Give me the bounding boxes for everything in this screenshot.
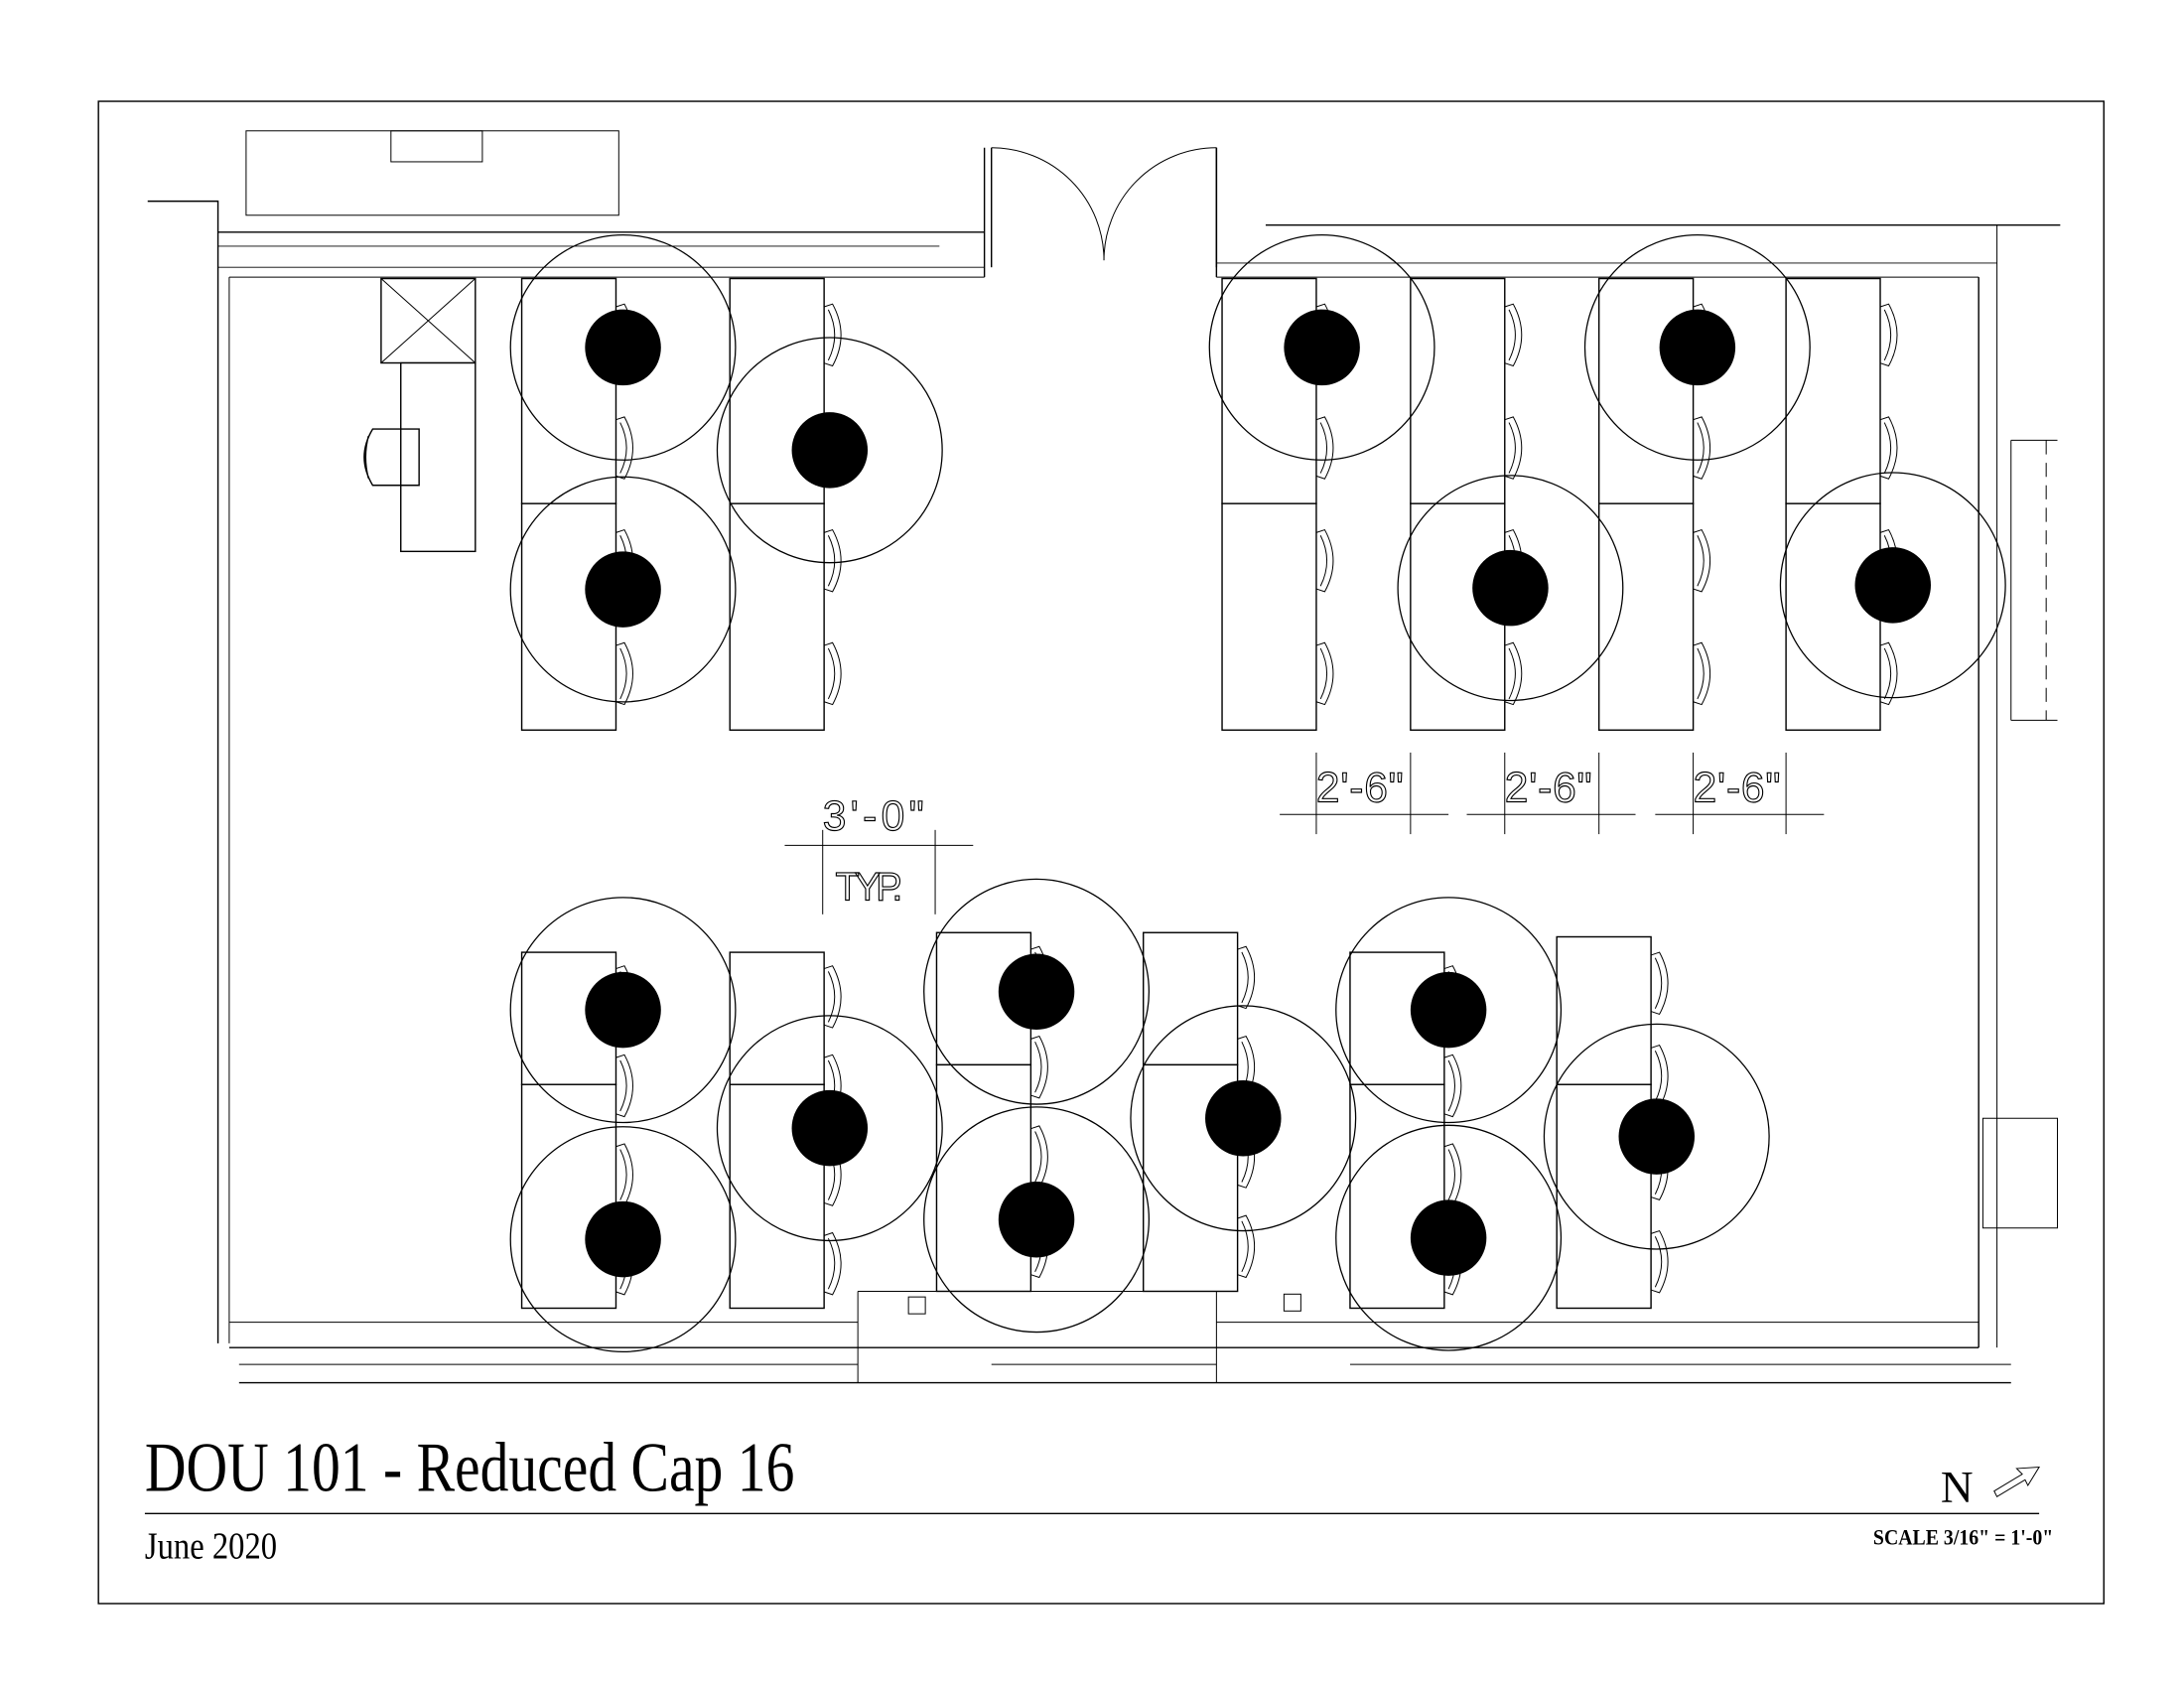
chair-icon [823, 965, 842, 1029]
sheet-border [97, 100, 2105, 1605]
chair-icon [1315, 416, 1334, 480]
occupied-seat-marker [585, 309, 661, 386]
chair-icon [823, 1231, 842, 1296]
walls [147, 130, 2061, 1384]
chair-icon [1879, 303, 1898, 367]
instructor-chair-icon [363, 428, 420, 487]
desk [935, 1063, 1032, 1293]
distancing-radius [1583, 233, 1811, 461]
desk [1221, 277, 1317, 504]
chair-icon [823, 641, 842, 706]
occupied-seat-marker [585, 971, 661, 1049]
north-arrow-icon [1993, 1467, 2041, 1498]
desk [1597, 502, 1695, 731]
chair-icon [1879, 416, 1898, 480]
distancing-radius [1130, 1005, 1357, 1232]
desk-group [520, 277, 1881, 1310]
desk [729, 502, 825, 731]
occupied-seat-marker [998, 1181, 1075, 1258]
occupied-seat-marker [791, 412, 869, 489]
chair-icon [1504, 303, 1523, 367]
drawing-title: DOU 101 - Reduced Cap 16 [145, 1430, 794, 1507]
desk [1349, 1083, 1445, 1310]
chair-icon [1879, 641, 1898, 706]
instructor-desk [363, 277, 477, 553]
chair-icon [823, 303, 842, 367]
chair-icon [1693, 528, 1710, 593]
occupied-seat-marker [1472, 549, 1549, 627]
aisle-dimension-label: 3'-0" [823, 793, 924, 840]
desk [1221, 502, 1317, 731]
chair-icon [1443, 1054, 1462, 1118]
desk [1785, 502, 1881, 731]
drawing-date: June 2020 [145, 1526, 277, 1568]
chair-icon [1650, 951, 1669, 1016]
aisle-typical-note: TYP. [835, 866, 902, 910]
distancing-radius [509, 897, 737, 1124]
occupied-seat-marker [585, 551, 661, 628]
chair-icon [1650, 1044, 1669, 1108]
chair-icon [1693, 641, 1710, 706]
occupied-seat-marker [791, 1089, 869, 1167]
desk-spacing-label: 2'-6" [1505, 766, 1592, 812]
desk [1785, 277, 1881, 504]
desk [1410, 277, 1506, 504]
desk [1597, 277, 1695, 504]
dimension-aisle: 3'-0" TYP. [784, 792, 974, 914]
north-label: N [1941, 1463, 1974, 1512]
occupied-seat-marker [1284, 309, 1360, 386]
distancing-radius [509, 233, 737, 461]
scale-note: SCALE 3/16" = 1'-0" [1873, 1524, 2053, 1549]
chair-icon [1237, 945, 1256, 1010]
chair-icon [823, 528, 842, 593]
chair-icon [1504, 641, 1523, 706]
occupied-seat-marker [1618, 1098, 1696, 1175]
chair-icon [615, 1054, 633, 1118]
desk [1556, 935, 1652, 1085]
chair-icon [1030, 1125, 1048, 1189]
occupied-seat-marker [585, 1200, 661, 1278]
desk-spacing-label: 2'-6" [1694, 766, 1781, 812]
occupied-seat-marker [1410, 971, 1487, 1049]
occupied-seat-marker [1205, 1079, 1282, 1157]
chair-icon [1315, 528, 1334, 593]
desk [729, 951, 825, 1085]
chair-icon [1693, 416, 1710, 480]
chair-icon [615, 641, 633, 706]
occupied-seat-marker [1659, 309, 1736, 386]
distancing-radius [1543, 1023, 1770, 1250]
chair-icon [1030, 1035, 1048, 1099]
distancing-radius [1208, 233, 1435, 461]
seat-group [509, 233, 2006, 1353]
chair-icon [1443, 1143, 1462, 1206]
desk [520, 1083, 617, 1310]
desk [520, 951, 617, 1085]
double-door [991, 147, 1218, 268]
dimension-desk-spacing: 2'-6" 2'-6" 2'-6" [1280, 752, 1825, 835]
distancing-radius [1335, 1124, 1563, 1351]
distancing-radius [923, 1106, 1151, 1334]
chair-icon [615, 1143, 633, 1206]
occupied-seat-marker [1410, 1199, 1487, 1276]
distancing-radius [509, 476, 737, 703]
desk-spacing-label: 2'-6" [1316, 766, 1404, 812]
occupied-seat-marker [998, 953, 1075, 1030]
distancing-radius [1335, 897, 1563, 1124]
chair-icon [1315, 641, 1334, 706]
distancing-radius [509, 1126, 737, 1353]
chair-icon [1504, 416, 1523, 480]
distancing-radius [1779, 472, 2006, 699]
chair-icon [1650, 1229, 1669, 1294]
chair-icon [615, 416, 633, 480]
chair-icon [1237, 1214, 1256, 1279]
distancing-radius [1397, 475, 1624, 702]
distancing-radius [923, 878, 1151, 1105]
occupied-seat-marker [1854, 547, 1932, 624]
desk [520, 277, 617, 504]
distancing-radius [716, 1015, 943, 1242]
distancing-radius [716, 337, 943, 564]
